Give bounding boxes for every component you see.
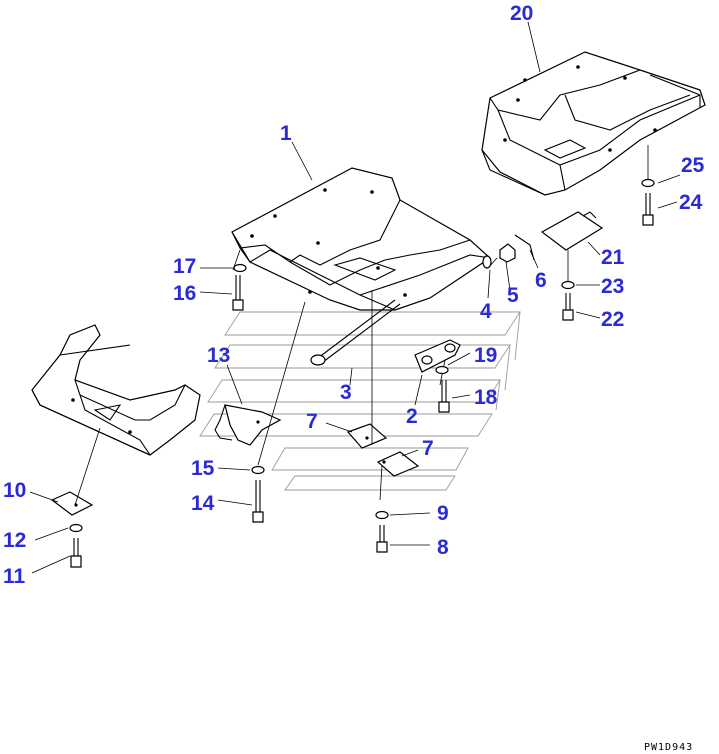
part-2-bracket	[414, 339, 461, 373]
callout-11: 11	[3, 565, 26, 588]
part-13-mount	[214, 404, 282, 446]
callout-17: 17	[173, 255, 196, 278]
part-21-plate	[540, 211, 604, 251]
part-23-washer	[561, 280, 575, 290]
part-6-clip	[514, 234, 535, 261]
part-7-plate-upper	[346, 423, 388, 449]
assembly-lines	[74, 145, 649, 506]
leader-lines	[29, 21, 681, 574]
part-24-bolt	[642, 193, 654, 226]
callout-3: 3	[340, 381, 352, 404]
frame-ghost-outline	[199, 311, 521, 491]
callout-2: 2	[406, 405, 418, 428]
callout-1: 1	[280, 122, 292, 145]
callout-18: 18	[474, 386, 498, 409]
part-4-bushing	[482, 255, 492, 269]
part-10-plate	[50, 491, 94, 516]
callout-7-upper: 7	[306, 410, 318, 433]
callout-5: 5	[507, 284, 519, 307]
callout-4: 4	[480, 300, 492, 323]
part-5-nut	[499, 243, 516, 263]
callout-24: 24	[679, 191, 703, 214]
part-8-bolt	[376, 525, 388, 553]
callout-10: 10	[3, 479, 26, 502]
part-17-washer	[233, 263, 247, 273]
callout-12: 12	[3, 529, 26, 552]
callout-13: 13	[207, 344, 230, 367]
callout-15: 15	[191, 457, 215, 480]
callout-14: 14	[191, 492, 215, 515]
callout-16: 16	[173, 282, 196, 305]
callout-8: 8	[437, 536, 449, 559]
washers	[69, 178, 655, 533]
callout-21: 21	[601, 246, 625, 269]
part-9-washer	[375, 510, 389, 520]
callout-6: 6	[535, 269, 547, 292]
callout-7-lower: 7	[422, 437, 434, 460]
callout-20: 20	[510, 2, 533, 25]
front-cover-left	[31, 324, 201, 456]
part-12-washer	[69, 523, 83, 533]
callout-22: 22	[601, 308, 624, 331]
callout-23: 23	[601, 275, 624, 298]
part-3-rod	[310, 299, 401, 366]
part-15-washer	[251, 465, 265, 475]
part-22-bolt	[562, 293, 574, 321]
part-18-bolt	[438, 380, 450, 413]
part-20-rear-cover	[481, 51, 706, 196]
part-14-bolt	[252, 480, 264, 523]
callout-9: 9	[437, 502, 449, 525]
part-7-plate-lower	[376, 451, 420, 477]
diagram-code: PW1D943	[644, 742, 693, 753]
callout-25: 25	[681, 154, 705, 177]
part-25-washer	[641, 178, 655, 188]
bolts	[70, 193, 654, 568]
part-11-bolt	[70, 538, 82, 568]
part-19-washer	[435, 365, 449, 375]
part-16-bolt	[232, 275, 244, 311]
part-1-center-cover	[231, 167, 491, 311]
callout-19: 19	[474, 344, 497, 367]
callout-labels: 20 1 25 24 17 16 21 6 5 23 4 22 13 19 3 …	[3, 2, 705, 588]
